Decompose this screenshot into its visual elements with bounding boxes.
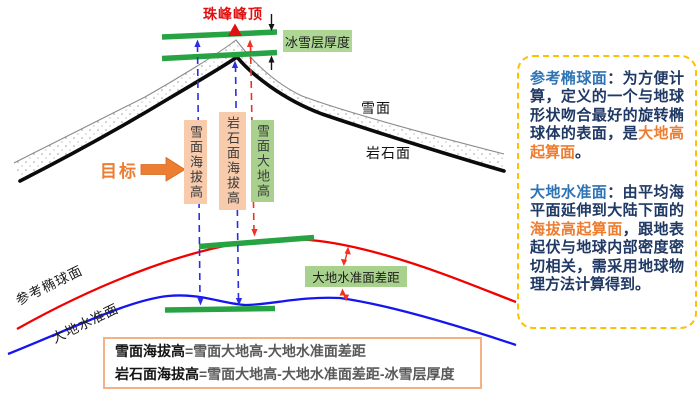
ellipsoid-body-end: 。 [575, 144, 591, 161]
formula-lead: 岩石面海拔高 [115, 366, 199, 382]
geoid-gap-arrows [339, 246, 351, 302]
ellipsoid-term: 参考椭球面 [530, 71, 608, 87]
geoid-gap-label: 大地水准面差距 [305, 266, 407, 287]
rock-peak-level-bar [161, 49, 278, 62]
geoid-level-bar [164, 305, 276, 313]
snow-altitude-line [194, 39, 204, 306]
geoid-curve [7, 294, 517, 356]
snow-geodetic-box: 雪面大地高 [251, 120, 274, 202]
target-label: 目标 [100, 162, 138, 181]
geoid-definition: 大地水准面：由平均海平面延伸到大陆下面的海拔高起算面，跟地表起伏与地球内部密度密… [530, 184, 684, 294]
snow-surface-label: 雪面 [361, 102, 391, 117]
formula-rest: =雪面大地高-大地水准面差距-冰雪层厚度 [199, 366, 455, 382]
formula-rest: =雪面大地高-大地水准面差距 [185, 343, 366, 359]
geodetic-height-line [246, 39, 258, 237]
ice-thickness-arrows [268, 14, 275, 70]
geoid-body: ：由平均海平面延伸到大陆下面的 [530, 185, 684, 220]
peak-title: 珠峰峰顶 [203, 8, 263, 23]
formula-snow-altitude: 雪面海拔高=雪面大地高-大地水准面差距 [115, 340, 470, 363]
ellipsoid-definition: 参考椭球面：为方便计算，定义的一个与地球形状吻合最好的旋转椭球体的表面，是大地高… [530, 70, 684, 162]
ellipsoid-level-bar [198, 234, 315, 250]
snow-layer-fill [14, 40, 504, 181]
snow-altitude-box: 雪面海拔高 [184, 120, 207, 204]
ice-layer-thickness-label: 冰雪层厚度 [283, 30, 352, 52]
ellipsoid-highlight: 大地高起算面 [530, 126, 684, 161]
formula-box: 雪面海拔高=雪面大地高-大地水准面差距 岩石面海拔高=雪面大地高-大地水准面差距… [103, 337, 482, 389]
geoid-body-end: ，跟地表起伏与地球内部密度密切相关，需采用地球物理方法计算得到。 [530, 221, 684, 294]
geoid-term: 大地水准面 [530, 185, 608, 202]
snow-surface-line [13, 39, 505, 164]
geoid-highlight: 海拔高起算面 [530, 221, 623, 238]
target-arrow [140, 156, 186, 182]
ellipsoid-body: ：为方便计算，定义的一个与地球形状吻合最好的旋转椭球体的表面，是 [530, 71, 684, 143]
snow-peak-level-bar [161, 29, 278, 40]
rock-altitude-box: 岩石面海拔高 [219, 112, 246, 210]
definitions-panel: 参考椭球面：为方便计算，定义的一个与地球形状吻合最好的旋转椭球体的表面，是大地高… [517, 55, 697, 329]
rock-altitude-line [231, 60, 243, 306]
formula-rock-altitude: 岩石面海拔高=雪面大地高-大地水准面差距-冰雪层厚度 [115, 363, 470, 386]
rock-surface-label: 岩石面 [366, 147, 411, 162]
formula-lead: 雪面海拔高 [115, 343, 185, 359]
peak-marker-triangle [228, 23, 242, 36]
